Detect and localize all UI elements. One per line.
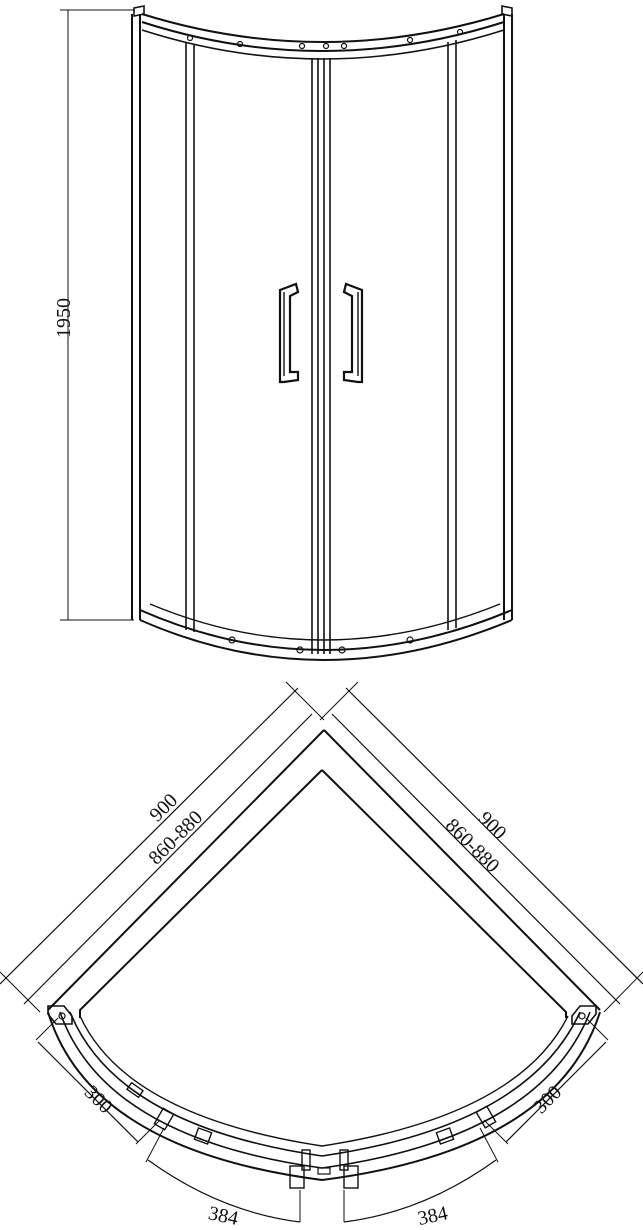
left-384-dimension: 384 — [145, 1127, 301, 1230]
right-arc-label: 384 — [416, 1202, 450, 1230]
left-arc-label: 384 — [206, 1202, 240, 1230]
right-384-dimension: 384 — [343, 1127, 499, 1230]
frame-posts — [131, 5, 513, 620]
right-door-handle — [342, 282, 364, 384]
track-fittings — [125, 1081, 497, 1189]
height-label: 1950 — [53, 298, 75, 338]
left-door-handle — [278, 282, 300, 384]
left-dimensions: 900 860-880 — [0, 681, 325, 1013]
bottom-roller — [228, 636, 414, 654]
plan-view: 900 860-880 900 860-880 — [0, 681, 643, 1230]
height-dimension: 1950 — [53, 9, 134, 621]
top-roller — [186, 28, 464, 50]
left-wall-bracket — [47, 1005, 73, 1025]
right-wall-bracket — [571, 1005, 597, 1025]
curved-track — [47, 1011, 601, 1182]
fixed-panels — [185, 40, 457, 632]
top-rail — [141, 13, 505, 60]
right-dimensions: 900 860-880 — [319, 681, 643, 1013]
front-elevation: 1950 — [53, 5, 513, 661]
sliding-doors — [311, 58, 331, 654]
shower-tray-outline — [47, 729, 601, 1018]
